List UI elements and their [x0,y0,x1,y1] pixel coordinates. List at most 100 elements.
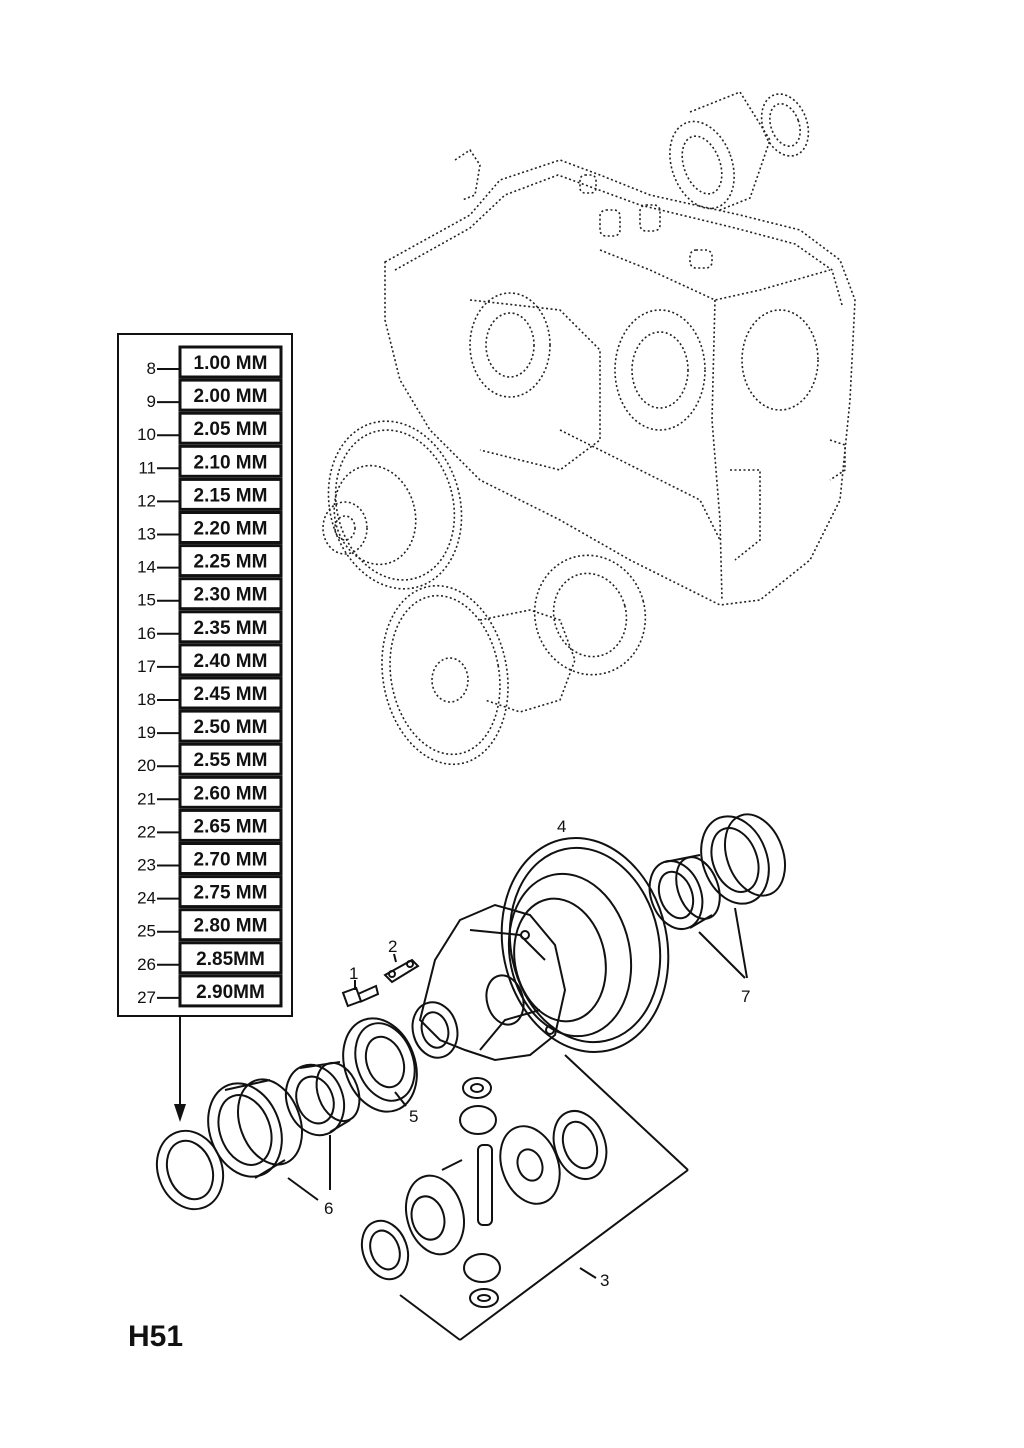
shim-row: 18 2.45 MM [137,676,283,710]
shim-row: 25 2.80 MM [137,908,283,942]
shim-size-box [178,742,283,776]
shim-ref-number: 18 [137,690,156,709]
shim-size-label: 2.30 MM [194,585,268,606]
shim-ref-number: 11 [138,458,156,477]
lock-plate [383,958,420,984]
shim-ref-number: 27 [137,988,156,1007]
callout-1: 1 [349,964,358,983]
shim-size-label: 2.20 MM [194,519,268,540]
callout-4: 4 [557,817,566,836]
shim-size-label: 2.05 MM [194,419,268,440]
callout-leaders [287,907,748,1341]
shim-ref-number: 10 [137,425,156,444]
shim-size-label: 2.60 MM [194,783,268,804]
shim-ref-number: 26 [137,955,156,974]
shim-size-box [178,411,283,445]
shim-size-box [178,610,283,644]
shim-row: 27 2.90MM [137,974,283,1008]
shim-size-box [178,842,283,875]
callout-5: 5 [409,1107,418,1126]
shim-ref-number: 24 [137,889,156,908]
shim-size-label: 2.85MM [196,949,265,970]
shim-ref-number: 9 [147,392,156,411]
shim-ref-number: 8 [147,359,156,378]
shim-size-box [178,908,283,942]
tapered-roller-bearing-right [648,854,721,930]
table-arrow [174,1016,186,1122]
shim-size-label: 2.00 MM [194,386,268,407]
shim-size-table: 8 1.00 MM 9 2.00 MM 10 2.05 MM 11 2.10 MM 12 2.15… [117,333,293,1017]
callout-6: 6 [324,1199,333,1218]
shim-ref-number: 21 [137,789,156,808]
shim-ref-number: 12 [137,491,156,510]
shim-size-label: 2.70 MM [194,850,268,871]
callout-7: 7 [741,987,750,1006]
shim-row: 11 2.10 MM [138,444,283,478]
speedometer-drive-gear [342,1017,418,1113]
bolt [341,984,380,1008]
shim-row: 8 1.00 MM [147,345,283,379]
shim-ref-number: 15 [137,591,156,610]
final-drive-crown-wheel [500,836,670,1054]
output-seal-bearing-group [669,91,810,211]
callout-2: 2 [388,937,397,956]
shim-ref-number: 14 [137,558,156,577]
tapered-roller-bearing-left [284,1061,361,1137]
diagram-code: H51 [128,1320,183,1353]
shim-ref-number: 19 [137,723,156,742]
shim-size-label: 2.55 MM [194,750,268,771]
shim-row: 24 2.75 MM [137,875,283,909]
shim-size-box [178,875,283,909]
shim-row: 22 2.65 MM [137,808,283,842]
shim-size-box [178,345,283,379]
shim-size-box [178,477,283,511]
shim-ref-number: 22 [137,822,156,841]
shim-size-label: 2.40 MM [194,651,268,672]
shim-size-box [178,775,283,809]
shim-size-label: 2.35 MM [194,618,268,639]
shim-ref-number: 17 [137,657,156,676]
bearing-outer-race [207,1078,303,1179]
shim-size-box [178,676,283,710]
callout-3: 3 [600,1271,609,1290]
shim-ref-number: 13 [137,525,156,544]
shim-row: 21 2.60 MM [137,775,283,809]
shim-size-label: 2.15 MM [194,485,268,506]
differential-case [411,903,567,1062]
shim-size-box [178,709,283,743]
shim-size-box [178,941,283,975]
shim-ref-number: 16 [137,624,156,643]
shim-row: 12 2.15 MM [137,477,283,511]
shim-row: 20 2.55 MM [137,742,283,776]
shim-size-label: 1.00 MM [194,353,268,374]
shim-size-box [178,643,283,677]
bearing-outer-race-right [700,813,786,905]
shim-size-label: 2.80 MM [194,916,268,937]
shim-size-box [178,444,283,478]
shim-row: 16 2.35 MM [137,610,283,644]
shim-row: 26 2.85MM [137,941,283,975]
differential-gear-set [360,1077,608,1308]
shim-size-box [178,544,283,578]
shim-size-box [178,974,283,1008]
shim-size-label: 2.10 MM [194,452,268,473]
shim-size-label: 2.45 MM [194,684,268,705]
shim-ref-number: 20 [137,756,156,775]
shim-size-box [178,577,283,611]
intermediate-gear [322,420,463,590]
shim-size-label: 2.65 MM [194,816,268,837]
shim-size-label: 2.25 MM [194,552,268,573]
shim-size-label: 2.90MM [196,982,265,1003]
shim-row: 15 2.30 MM [137,577,283,611]
shim-ref-number: 25 [137,922,156,941]
callout-labels: 1 2 3 4 5 6 7 [324,817,750,1290]
pinion-gear-shaft [381,554,647,766]
shim-row: 17 2.40 MM [137,643,283,677]
shim-size-box [178,511,283,544]
shim-size-box [178,378,283,412]
shim-size-label: 2.75 MM [194,883,268,904]
shim-row: 10 2.05 MM [137,411,283,445]
shim-row: 9 2.00 MM [147,378,283,412]
